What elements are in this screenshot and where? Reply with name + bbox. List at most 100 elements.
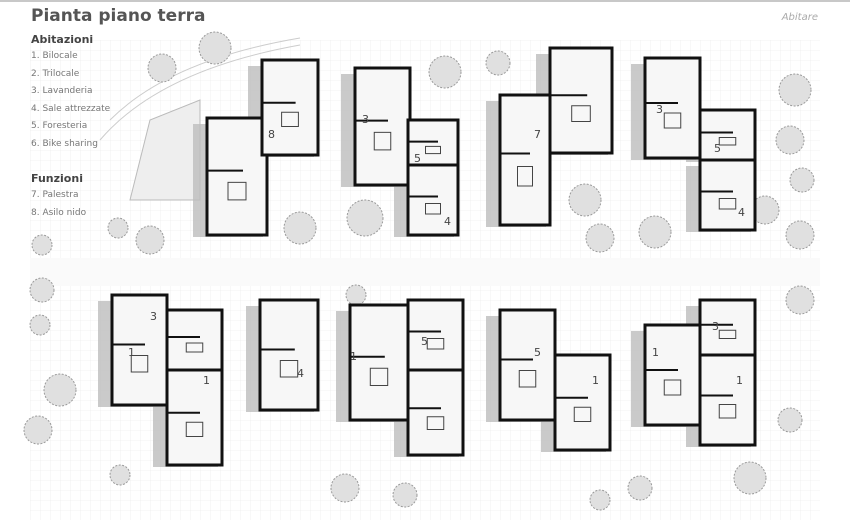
building-block [353,66,412,187]
building-block [406,298,465,372]
furniture [718,404,737,419]
furniture [373,131,392,151]
room-label: 1 [652,346,659,359]
tree-icon [283,211,317,245]
building-block [643,56,702,160]
room-label: 1 [203,374,210,387]
tree-icon [346,199,384,237]
furniture [425,145,441,155]
tree-icon [43,373,77,407]
building-block [165,308,224,372]
tree-icon [775,125,805,155]
legend-item: 3. Lavanderia [31,86,93,96]
building-block [205,116,269,237]
tree-icon [568,183,602,217]
building-block [698,353,757,447]
building-block [498,308,557,422]
room-label: 4 [297,367,304,380]
page-title: Pianta piano terra [31,6,206,26]
furniture [718,329,737,339]
furniture [185,342,204,353]
furniture [663,112,682,129]
room-label: 7 [534,128,541,141]
building-block [110,293,169,407]
tree-icon [392,482,418,508]
legend-item: 4. Sale attrezzate [31,103,111,114]
room-label: 4 [444,215,451,228]
legend-item: 6. Bike sharing [31,138,98,149]
building-block [698,108,757,162]
tree-icon [147,53,177,83]
tree-icon [29,314,51,336]
room-label: 3 [150,310,157,323]
tree-icon [330,473,360,503]
furniture [518,370,537,388]
building-block [165,368,224,467]
tree-icon [23,415,53,445]
building-block [643,323,702,427]
furniture [279,360,299,378]
furniture [130,355,149,373]
tree-icon [785,285,815,315]
legend-item: 1. Bilocale [31,51,78,61]
room-label: 5 [534,346,541,359]
building-block [548,46,614,155]
room-label: 5 [714,142,721,155]
building-block [698,158,757,232]
tree-icon [135,225,165,255]
room-label: 3 [712,320,719,333]
building-block [260,58,320,157]
building-block [498,93,552,227]
legend-heading: Funzioni [31,172,83,185]
tree-icon [733,461,767,495]
legend-item: 8. Asilo nido [31,207,87,218]
legend-item: 2. Trilocale [31,68,80,79]
tree-icon [589,489,611,511]
furniture [718,198,737,210]
building-block [406,368,465,457]
furniture [517,166,533,187]
tree-icon [638,215,672,249]
curved-path [109,37,301,121]
room-label: 1 [736,374,743,387]
section-label: Abitare [781,12,818,23]
furniture [571,105,591,122]
furniture [185,421,204,437]
tree-icon [785,220,815,250]
room-label: 1 [592,374,599,387]
room-label: 5 [414,152,421,165]
tree-icon [428,55,462,89]
tree-icon [198,31,232,65]
central-street [30,258,820,286]
tree-icon [29,277,55,303]
tree-icon [627,475,653,501]
room-label: 5 [421,335,428,348]
room-label: 8 [268,128,275,141]
furniture [426,338,445,350]
room-label: 1 [128,346,135,359]
tree-icon [107,217,129,239]
tree-icon [778,73,812,107]
legend-item: 7. Palestra [31,190,79,200]
ramp-area [129,99,201,201]
furniture [718,137,737,146]
furniture [281,111,299,127]
furniture [573,406,592,422]
building-block [348,303,410,422]
furniture [227,181,247,201]
tree-icon [345,284,367,306]
tree-icon [777,407,803,433]
building-block [698,298,757,357]
tree-icon [585,223,615,253]
room-label: 1 [350,350,357,363]
furniture [426,416,445,430]
room-label: 4 [738,206,745,219]
legend-item: 5. Foresteria [31,121,88,131]
tree-icon [109,464,131,486]
tree-icon [789,167,815,193]
building-block [406,163,460,237]
legend: Abitazioni 1. Bilocale 2. Trilocale 3. L… [31,32,110,222]
tree-icon [485,50,511,76]
